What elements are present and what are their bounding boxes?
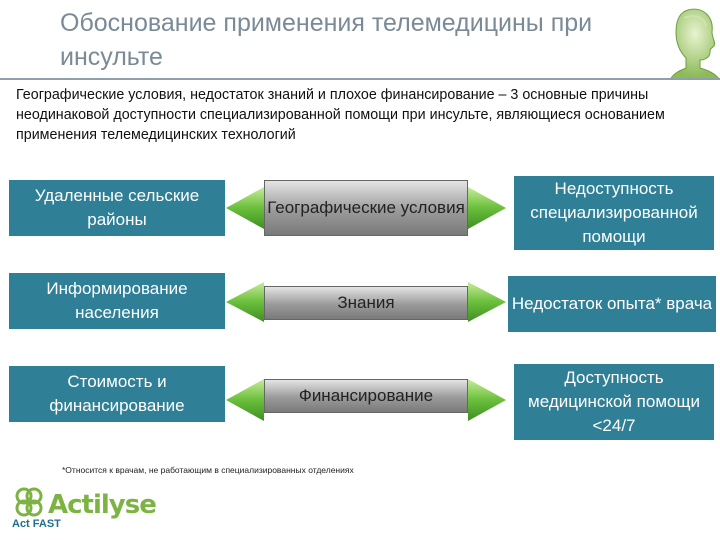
left-box-rural-areas: Удаленные сельские районы: [9, 180, 225, 236]
center-box-knowledge: Знания: [264, 286, 468, 320]
arrow-left-row-2: [226, 282, 264, 322]
arrow-right-row-2: [468, 282, 506, 322]
arrow-right-row-1: [468, 187, 506, 229]
logo-tagline: Act FAST: [12, 518, 61, 530]
footnote: *Относится к врачам, не работающим в спе…: [62, 465, 354, 475]
actilyse-logo-icon: [12, 486, 46, 520]
center-box-geography: Географические условия: [264, 180, 468, 236]
center-box-financing: Финансирование: [264, 379, 468, 413]
human-head-icon: [668, 4, 720, 80]
left-box-cost-funding: Стоимость и финансирование: [9, 366, 225, 422]
arrow-right-row-3: [468, 379, 506, 421]
page-title: Обоснование применения телемедицины при …: [60, 6, 660, 74]
right-box-availability-24-7: Доступность медицинской помощи <24/7: [514, 364, 714, 440]
intro-text: Географические условия, недостаток знани…: [16, 85, 706, 145]
right-box-lack-of-experience: Недостаток опыта* врача: [508, 276, 716, 332]
left-box-public-awareness: Информирование населения: [9, 273, 225, 329]
actilyse-logo: Actilyse Act FAST: [8, 484, 148, 534]
arrow-left-row-3: [226, 379, 264, 421]
logo-brand-name: Actilyse: [48, 490, 156, 520]
right-box-specialized-care: Недоступность специализированной помощи: [514, 176, 714, 250]
arrow-left-row-1: [226, 187, 264, 229]
title-divider: [0, 78, 720, 80]
